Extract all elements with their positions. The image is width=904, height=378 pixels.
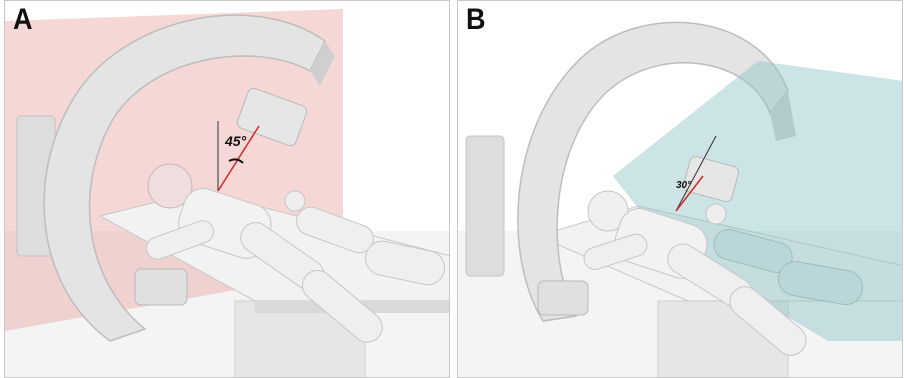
x-ray-tube	[538, 281, 588, 315]
panel-label: A	[13, 5, 33, 35]
panel-a: A 45°	[4, 0, 450, 378]
angle-label: 45°	[225, 134, 246, 148]
patient-hand	[706, 204, 726, 224]
panel-a-illustration	[5, 1, 450, 378]
x-ray-tube	[135, 269, 187, 305]
c-arm-base	[466, 136, 504, 276]
patient-hand	[285, 191, 305, 211]
panel-label: B	[466, 5, 486, 35]
angle-label: 30°	[676, 181, 691, 191]
panel-b: B 30°	[457, 0, 903, 378]
